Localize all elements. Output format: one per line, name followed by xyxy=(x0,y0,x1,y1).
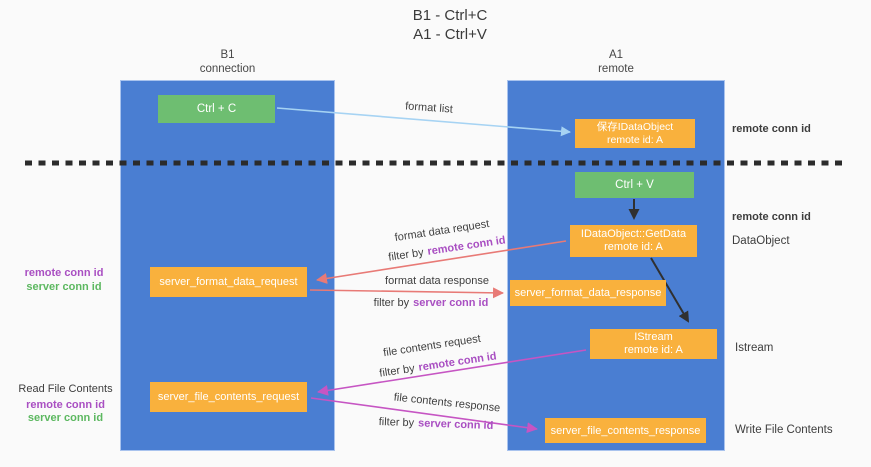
arrow-file-contents-request xyxy=(317,349,587,396)
node-istream: IStream remote id: A xyxy=(590,329,717,359)
node-istream-line2: remote id: A xyxy=(624,344,683,356)
arrow-format-list xyxy=(276,107,571,137)
arrow-getdata-to-istream xyxy=(650,257,690,323)
column-a1-name: A1 xyxy=(608,49,624,61)
diagram-title: B1 - Ctrl+C A1 - Ctrl+V xyxy=(285,6,615,44)
node-server-file-contents-request: server_file_contents_request xyxy=(150,382,307,412)
annotation-left-remote-conn-id: remote conn id xyxy=(24,267,104,279)
node-save-idataobject-line2: remote id: A xyxy=(606,133,664,146)
column-b1-role: connection xyxy=(199,62,256,75)
node-format-request-label: server_format_data_request xyxy=(159,276,298,288)
node-ctrl-v-label: Ctrl + V xyxy=(615,179,654,191)
annotation-left-bottom-server-conn-id: server conn id xyxy=(27,412,104,424)
annotation-read-file-contents-group: Read File Contents remote conn id server… xyxy=(8,383,123,426)
annotation-dataobject: DataObject xyxy=(732,235,790,247)
annotation-istream: Istream xyxy=(735,342,774,354)
annotation-left-server-conn-id: server conn id xyxy=(26,281,102,293)
node-istream-line1: IStream xyxy=(634,330,673,343)
annotation-remote-conn-id-mid: remote conn id xyxy=(732,211,811,223)
filter-by-text: filter by xyxy=(373,297,410,309)
title-line-1: B1 - Ctrl+C xyxy=(412,7,488,24)
node-getdata-line2: remote id: A xyxy=(604,241,663,253)
annotation-remote-conn-id-top: remote conn id xyxy=(732,123,811,135)
arrow-format-data-request xyxy=(316,240,567,284)
column-header-a1: A1 remote xyxy=(507,49,725,76)
arrow-format-data-response xyxy=(309,287,504,299)
label-format-data-response: format data response xyxy=(385,275,489,287)
annotation-write-file-contents: Write File Contents xyxy=(735,424,833,436)
node-file-response-label: server_file_contents_response xyxy=(550,424,701,437)
server-conn-id-text: server conn id xyxy=(413,297,489,309)
filter-by-text: filter by xyxy=(378,416,415,430)
server-conn-id-text: server conn id xyxy=(417,417,494,432)
node-ctrl-c-label: Ctrl + C xyxy=(196,103,237,115)
annotation-left-conn-ids: remote conn id server conn id xyxy=(10,266,118,294)
node-ctrl-c: Ctrl + C xyxy=(158,95,275,123)
node-idataobject-getdata: IDataObject::GetData remote id: A xyxy=(570,225,697,257)
node-server-format-data-request: server_format_data_request xyxy=(150,267,307,297)
node-server-format-data-response: server_format_data_response xyxy=(510,280,666,306)
column-header-b1: B1 connection xyxy=(120,49,335,76)
annotation-read-file-contents: Read File Contents xyxy=(18,383,113,395)
column-a1-role: remote xyxy=(598,62,634,75)
arrow-file-contents-response xyxy=(310,397,538,434)
node-server-file-contents-response: server_file_contents_response xyxy=(545,418,706,443)
node-format-response-label: server_format_data_response xyxy=(514,287,662,299)
node-getdata-line1: IDataObject::GetData xyxy=(580,227,687,240)
node-save-idataobject-line1: 保存IDataObject xyxy=(596,121,674,133)
annotation-left-bottom-remote-conn-id: remote conn id xyxy=(26,398,105,411)
node-ctrl-v: Ctrl + V xyxy=(575,172,694,198)
column-b1-name: B1 xyxy=(220,49,235,61)
title-line-2: A1 - Ctrl+V xyxy=(413,26,487,43)
node-save-idataobject: 保存IDataObject remote id: A xyxy=(575,119,695,148)
node-file-request-label: server_file_contents_request xyxy=(157,391,300,403)
